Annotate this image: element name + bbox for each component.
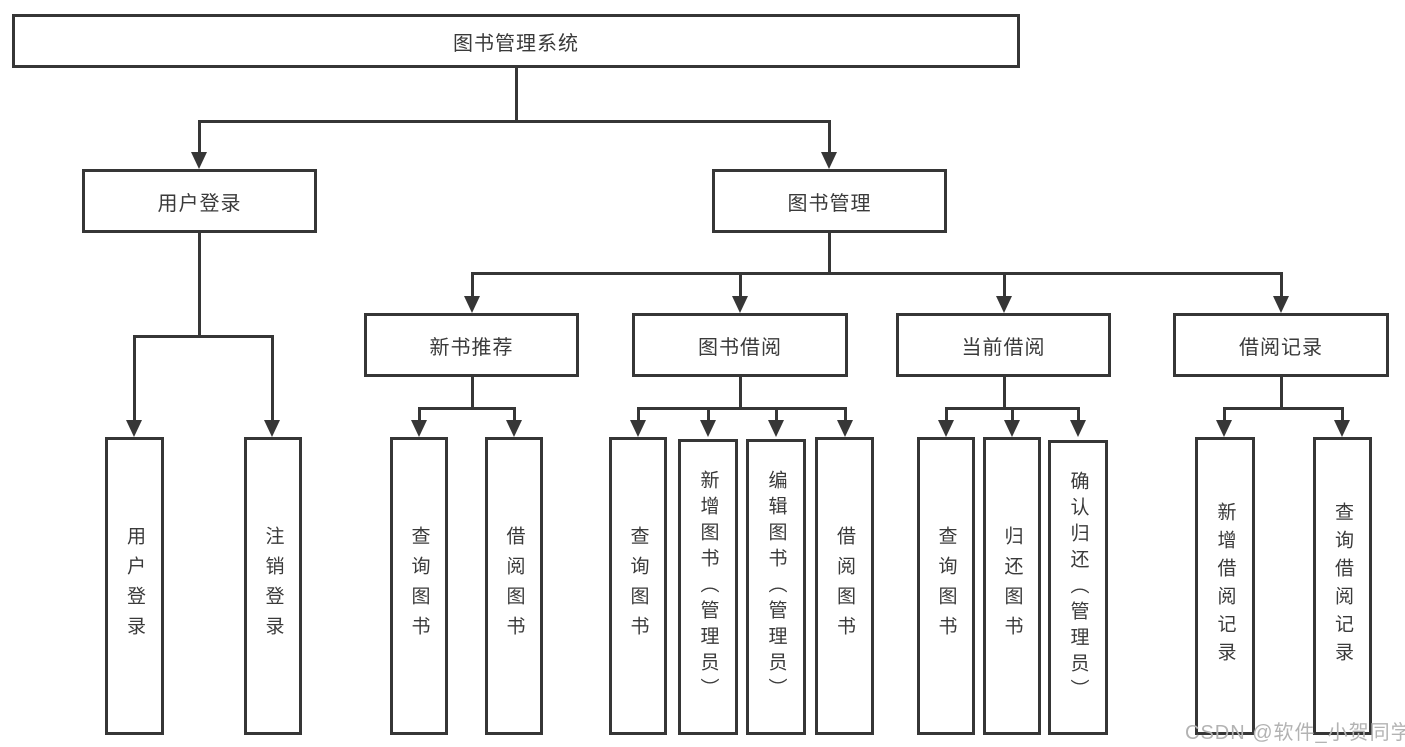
node-label: 用户登录 [124, 526, 145, 646]
arrow-down-icon [264, 420, 280, 437]
connector-line [132, 335, 136, 422]
leaf-user-login: 用户登录 [105, 437, 164, 735]
arrow-down-icon [1273, 296, 1289, 313]
connector-line [774, 407, 778, 422]
arrow-down-icon [938, 420, 954, 437]
arrow-down-icon [700, 420, 716, 437]
connector-line [738, 272, 742, 298]
arrow-down-icon [996, 296, 1012, 313]
node-label: 用户登录 [157, 192, 242, 215]
connector-line [1340, 407, 1344, 422]
arrow-down-icon [464, 296, 480, 313]
leaf-current-confirm-return-admin: 确认归还（管理员） [1048, 440, 1108, 735]
node-book-borrowing: 图书借阅 [632, 313, 848, 377]
node-label: 当前借阅 [961, 336, 1046, 359]
node-label: 注销登录 [262, 526, 284, 646]
connector-line [827, 120, 831, 154]
leaf-current-query-books: 查询图书 [917, 437, 975, 735]
arrow-down-icon [821, 152, 837, 169]
connector-line [197, 120, 201, 154]
connector-line [1279, 272, 1283, 298]
arrow-down-icon [837, 420, 853, 437]
arrow-down-icon [1004, 420, 1020, 437]
connector-line [1279, 377, 1283, 407]
leaf-recommend-borrow-books: 借阅图书 [485, 437, 543, 735]
connector-line [1076, 407, 1080, 422]
connector-line [132, 335, 274, 338]
node-new-book-recommend: 新书推荐 [364, 313, 579, 377]
connector-line [417, 407, 421, 422]
node-label: 借阅图书 [834, 526, 855, 646]
arrow-down-icon [1334, 420, 1350, 437]
node-label: 借阅记录 [1239, 336, 1323, 359]
connector-line [827, 233, 831, 272]
connector-line [706, 407, 710, 422]
leaf-records-query-record: 查询借阅记录 [1313, 437, 1372, 735]
arrow-down-icon [630, 420, 646, 437]
node-borrow-records: 借阅记录 [1173, 313, 1389, 377]
node-book-management: 图书管理 [712, 169, 947, 233]
connector-line [636, 407, 847, 410]
node-label: 新增图书（管理员） [697, 470, 719, 704]
connector-line [512, 407, 516, 422]
leaf-recommend-query-books: 查询图书 [390, 437, 448, 735]
arrow-down-icon [506, 420, 522, 437]
node-label: 编辑图书（管理员） [765, 470, 787, 704]
node-current-borrowing: 当前借阅 [896, 313, 1111, 377]
node-label: 查询图书 [627, 526, 649, 646]
node-label: 查询借阅记录 [1332, 502, 1353, 670]
node-label: 图书管理系统 [453, 32, 579, 55]
node-root-library-system: 图书管理系统 [12, 14, 1020, 68]
node-label: 新书推荐 [429, 336, 514, 359]
connector-line [1222, 407, 1226, 422]
node-label: 确认归还（管理员） [1067, 470, 1089, 705]
arrow-down-icon [411, 420, 427, 437]
connector-line [1002, 377, 1006, 407]
connector-line [944, 407, 948, 422]
connector-line [1222, 407, 1344, 410]
connector-line [470, 377, 474, 407]
arrow-down-icon [768, 420, 784, 437]
arrow-down-icon [1070, 420, 1086, 437]
arrow-down-icon [1216, 420, 1232, 437]
connector-line [636, 407, 640, 422]
leaf-current-return-books: 归还图书 [983, 437, 1041, 735]
leaf-borrowing-query-books: 查询图书 [609, 437, 667, 735]
node-label: 归还图书 [1001, 526, 1023, 646]
connector-line [1010, 407, 1014, 422]
leaf-borrowing-edit-books-admin: 编辑图书（管理员） [746, 439, 806, 735]
node-label: 查询图书 [935, 526, 957, 646]
connector-line [470, 272, 1283, 275]
node-label: 查询图书 [408, 526, 430, 646]
connector-line [197, 120, 831, 123]
node-label: 图书借阅 [698, 336, 782, 359]
arrow-down-icon [732, 296, 748, 313]
leaf-records-add-record: 新增借阅记录 [1195, 437, 1255, 735]
leaf-borrowing-borrow-books: 借阅图书 [815, 437, 874, 735]
node-label: 图书管理 [787, 192, 872, 215]
connector-line [417, 407, 516, 410]
connector-line [843, 407, 847, 422]
node-user-login: 用户登录 [82, 169, 317, 233]
node-label: 借阅图书 [503, 526, 525, 646]
connector-line [1002, 272, 1006, 298]
leaf-logout: 注销登录 [244, 437, 302, 735]
connector-line [197, 233, 201, 335]
connector-line [514, 68, 518, 120]
connector-line [270, 335, 274, 422]
connector-line [738, 377, 742, 407]
leaf-borrowing-add-books-admin: 新增图书（管理员） [678, 439, 738, 735]
arrow-down-icon [191, 152, 207, 169]
node-label: 新增借阅记录 [1214, 502, 1236, 670]
connector-line [470, 272, 474, 298]
arrow-down-icon [126, 420, 142, 437]
